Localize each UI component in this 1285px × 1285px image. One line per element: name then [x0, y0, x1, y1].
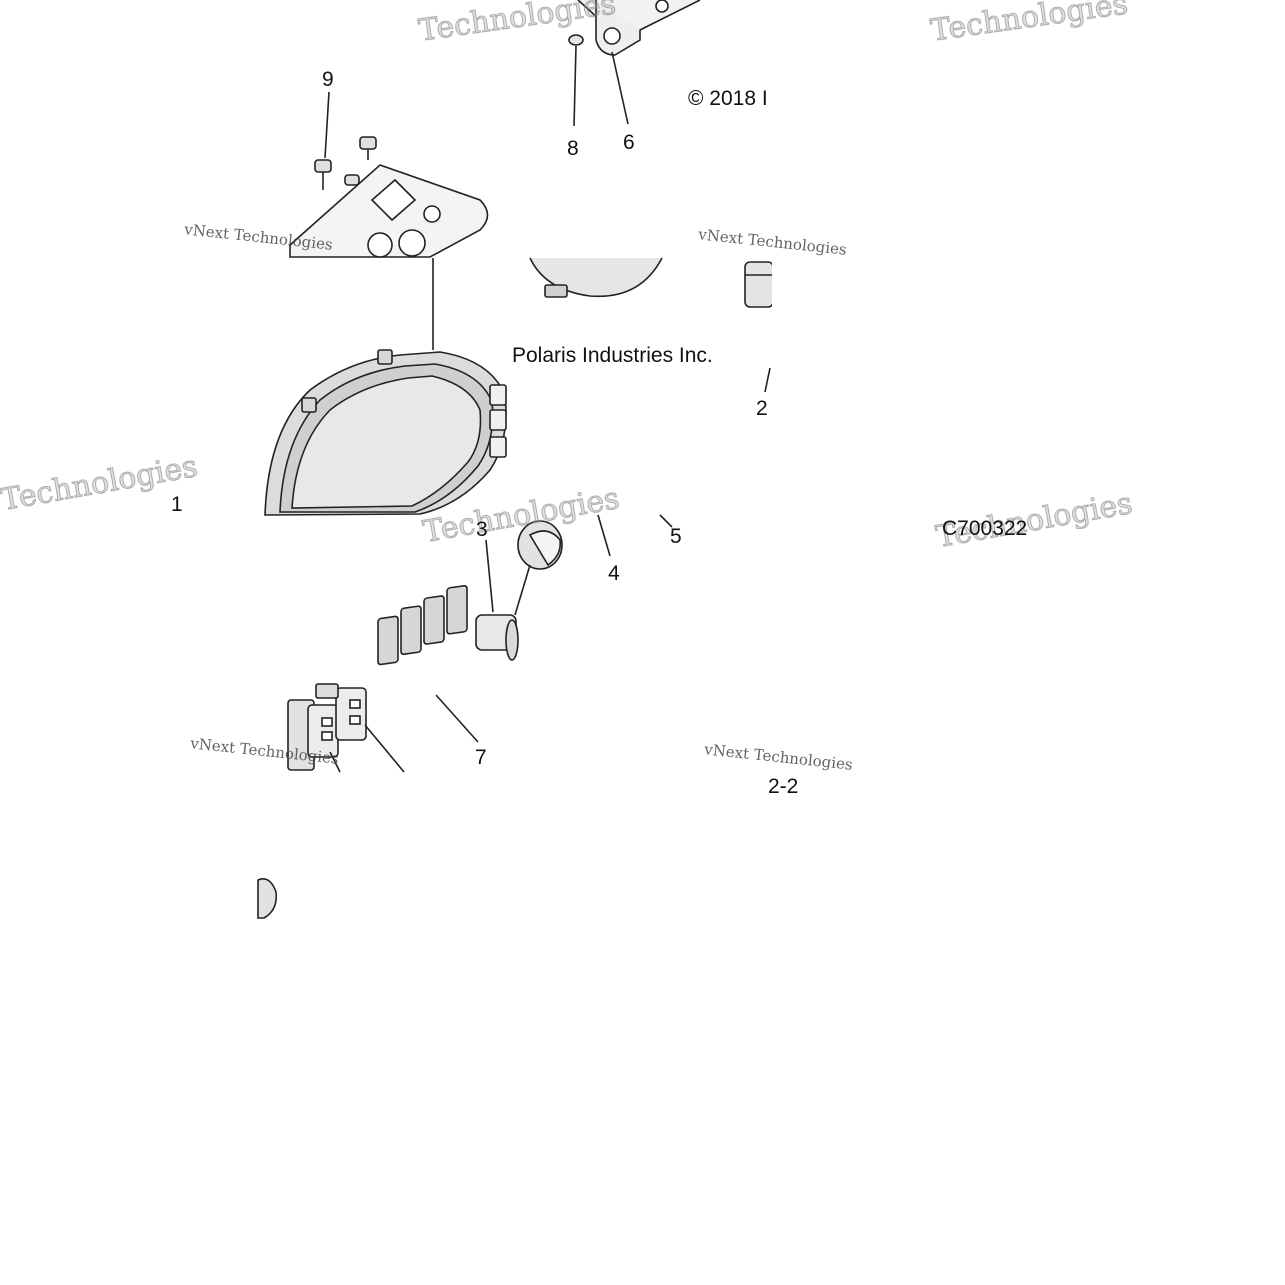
callout-3: 3 [476, 518, 488, 541]
diagram-code: C700322 [942, 517, 1028, 540]
crop-mask [772, 0, 1285, 515]
callout-4: 4 [608, 562, 620, 585]
leader-4 [597, 514, 611, 557]
leader-5 [659, 514, 673, 528]
callout-2-2: 2-2 [768, 775, 799, 798]
small-knob [257, 878, 278, 919]
callout-6: 6 [623, 131, 635, 154]
callout-2: 2 [756, 397, 768, 420]
callout-7: 7 [475, 746, 487, 769]
key-switch [475, 520, 563, 661]
leader-8 [573, 45, 577, 127]
gauge-rear-housing [529, 257, 663, 298]
callout-8: 8 [567, 137, 579, 160]
mounting-plate [289, 164, 489, 258]
small-switch-part [744, 261, 774, 393]
callout-1: 1 [171, 493, 183, 516]
company-name: Polaris Industries Inc. [512, 344, 713, 367]
callout-9: 9 [322, 68, 334, 91]
instrument-cluster [264, 258, 507, 516]
leader-6 [611, 51, 629, 125]
switch-blanks [377, 584, 479, 743]
bolt-group [314, 91, 377, 190]
crop-mask [0, 0, 256, 515]
rocker-switches [287, 683, 405, 773]
upper-bracket [568, 0, 701, 56]
copyright-note: © 2018 I [688, 87, 768, 110]
callout-5: 5 [670, 525, 682, 548]
